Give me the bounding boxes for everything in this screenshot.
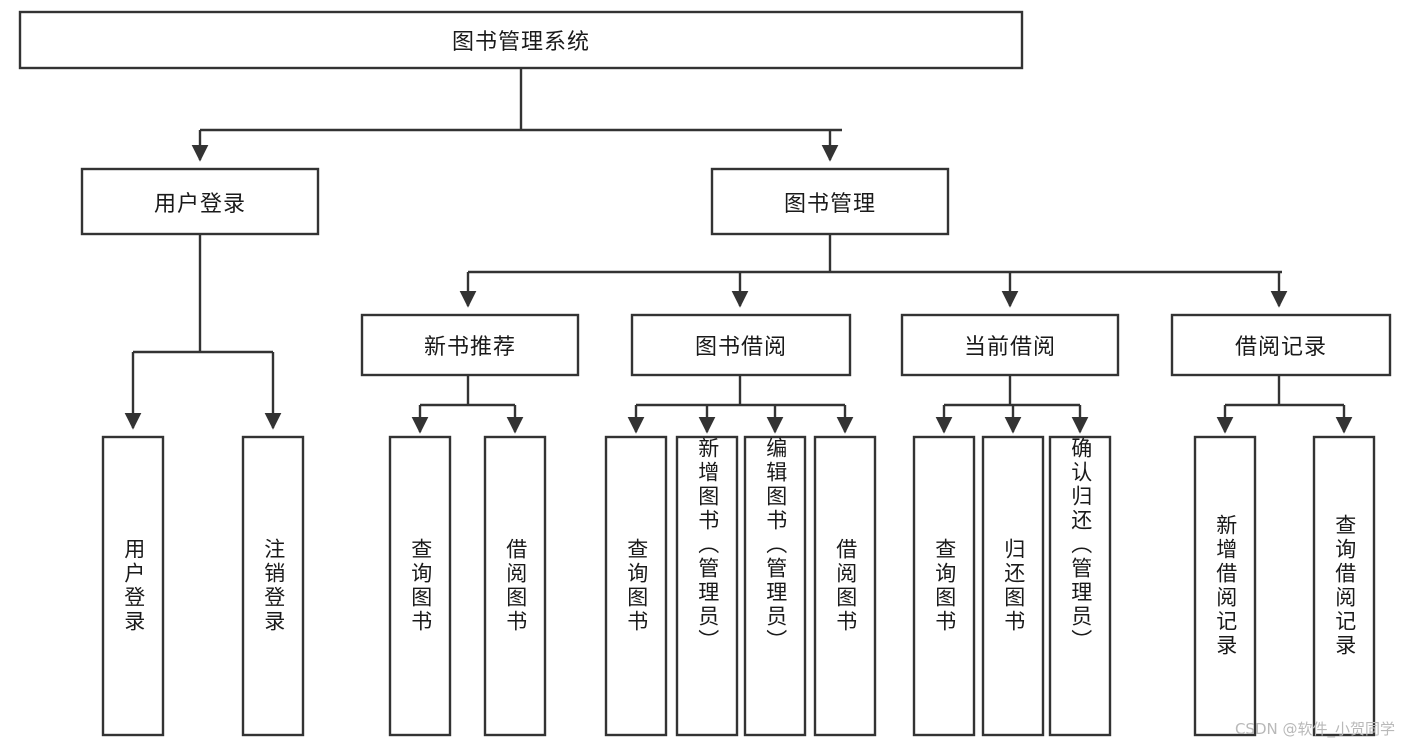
connector-root-to-level2	[191, 68, 842, 162]
connector-userlogin-to-leaves	[124, 234, 282, 430]
node-leaf-borrow-book-rec[interactable]	[483, 435, 547, 737]
node-leaf-confirm-return[interactable]	[1048, 435, 1112, 737]
node-leaf-user-login[interactable]	[101, 435, 165, 737]
node-leaf-edit-book[interactable]	[743, 435, 807, 737]
connector-currentborrow-to-leaves	[935, 375, 1089, 434]
connector-bookborrow-to-leaves	[627, 375, 854, 434]
node-leaf-query-book-cur[interactable]	[912, 435, 976, 737]
node-user-login[interactable]	[80, 167, 320, 236]
node-leaf-query-book-borrow[interactable]	[604, 435, 668, 737]
node-new-book-recommend[interactable]	[360, 313, 580, 377]
connector-newbook-to-leaves	[411, 375, 524, 434]
node-leaf-query-book-rec[interactable]	[388, 435, 452, 737]
node-current-borrow[interactable]	[900, 313, 1120, 377]
node-leaf-logout-login[interactable]	[241, 435, 305, 737]
node-root[interactable]	[18, 10, 1024, 70]
node-leaf-add-record[interactable]	[1193, 435, 1257, 737]
node-leaf-add-book[interactable]	[675, 435, 739, 737]
node-borrow-record[interactable]	[1170, 313, 1392, 377]
node-book-borrow[interactable]	[630, 313, 852, 377]
connector-borrowrecord-to-leaves	[1216, 375, 1353, 434]
node-leaf-borrow-book[interactable]	[813, 435, 877, 737]
node-book-manage[interactable]	[710, 167, 950, 236]
node-leaf-query-record[interactable]	[1312, 435, 1376, 737]
node-leaf-return-book[interactable]	[981, 435, 1045, 737]
connector-bookmanage-to-level3	[459, 234, 1288, 308]
